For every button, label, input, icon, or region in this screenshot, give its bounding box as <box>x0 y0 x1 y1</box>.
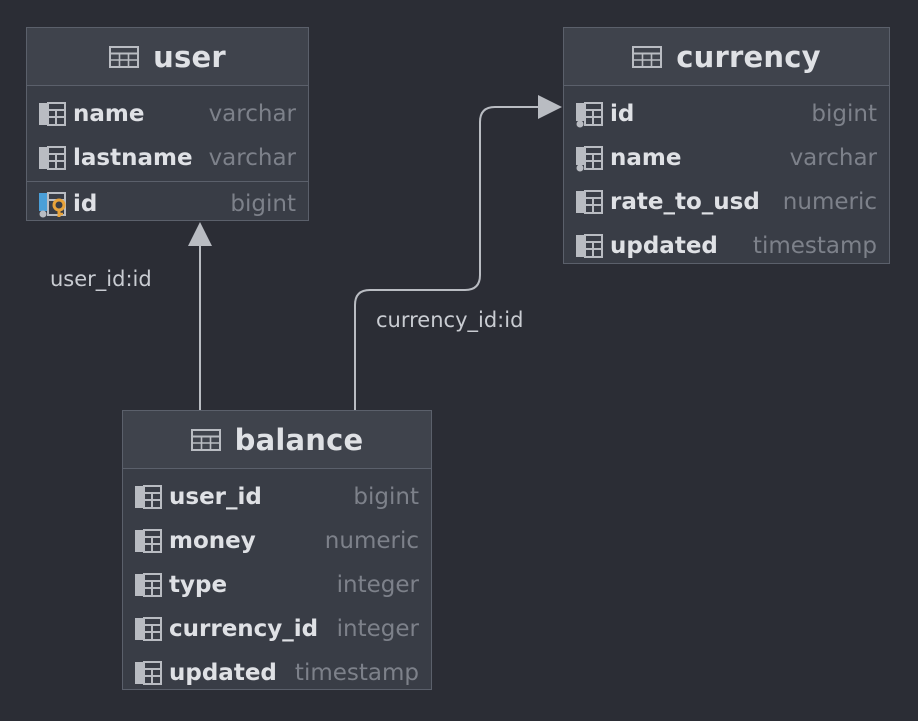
entity-header[interactable]: currency <box>564 28 889 86</box>
column-icon <box>576 190 603 214</box>
entity-balance[interactable]: balance user_id bigint <box>122 410 432 690</box>
column-icon <box>39 102 66 126</box>
column-type: varchar <box>208 101 296 127</box>
column-type: timestamp <box>294 660 419 686</box>
relation-line-currency[interactable] <box>354 106 540 410</box>
entity-title: balance <box>234 422 364 457</box>
column-name: type <box>169 572 228 598</box>
column-type: numeric <box>782 189 877 215</box>
column-type: numeric <box>324 528 419 554</box>
table-icon <box>109 45 140 68</box>
column-row-type[interactable]: type integer <box>123 563 431 607</box>
column-row-lastname[interactable]: lastname varchar <box>27 136 308 180</box>
column-name: id <box>610 101 635 127</box>
entity-title: currency <box>676 39 821 74</box>
column-name: rate_to_usd <box>610 189 760 215</box>
table-icon <box>632 45 663 68</box>
column-row-rate-to-usd[interactable]: rate_to_usd numeric <box>564 180 889 224</box>
column-icon <box>135 617 162 641</box>
entity-user[interactable]: user name varchar <box>26 27 309 221</box>
table-icon <box>190 428 221 451</box>
column-icon <box>135 529 162 553</box>
column-name: lastname <box>73 145 193 171</box>
column-type: bigint <box>353 484 419 510</box>
entity-header[interactable]: user <box>27 28 308 86</box>
column-icon <box>576 234 603 258</box>
column-row-currency-id[interactable]: currency_id integer <box>123 607 431 651</box>
key-icon <box>39 192 66 218</box>
column-row-updated[interactable]: updated timestamp <box>564 224 889 268</box>
column-name: name <box>73 101 145 127</box>
entity-currency[interactable]: currency id bigint <box>563 27 890 264</box>
column-row-name[interactable]: name varchar <box>27 92 308 136</box>
column-name: currency_id <box>169 616 319 642</box>
column-icon <box>135 573 162 597</box>
column-icon <box>39 146 66 170</box>
column-name: updated <box>169 660 277 686</box>
column-row-id[interactable]: id bigint <box>564 92 889 136</box>
column-row-user-id[interactable]: user_id bigint <box>123 475 431 519</box>
column-row-money[interactable]: money numeric <box>123 519 431 563</box>
column-type: bigint <box>811 101 877 127</box>
index-icon <box>576 146 603 172</box>
column-name: updated <box>610 233 718 259</box>
index-icon <box>576 102 603 128</box>
column-name: id <box>73 191 98 217</box>
column-row-updated[interactable]: updated timestamp <box>123 651 431 695</box>
column-type: varchar <box>789 145 877 171</box>
column-row-id[interactable]: id bigint <box>27 182 308 226</box>
column-type: bigint <box>230 191 296 217</box>
column-type: varchar <box>208 145 296 171</box>
column-name: money <box>169 528 256 554</box>
column-name: user_id <box>169 484 262 510</box>
column-type: integer <box>336 616 419 642</box>
column-icon <box>135 661 162 685</box>
relation-label-user: user_id:id <box>50 267 152 291</box>
column-type: timestamp <box>752 233 877 259</box>
column-name: name <box>610 145 682 171</box>
relation-arrowhead-currency <box>538 95 562 119</box>
entity-title: user <box>153 39 226 74</box>
column-type: integer <box>336 572 419 598</box>
column-row-name[interactable]: name varchar <box>564 136 889 180</box>
key-divider <box>27 181 308 182</box>
relation-label-currency: currency_id:id <box>376 308 524 332</box>
column-icon <box>135 485 162 509</box>
entity-header[interactable]: balance <box>123 411 431 469</box>
